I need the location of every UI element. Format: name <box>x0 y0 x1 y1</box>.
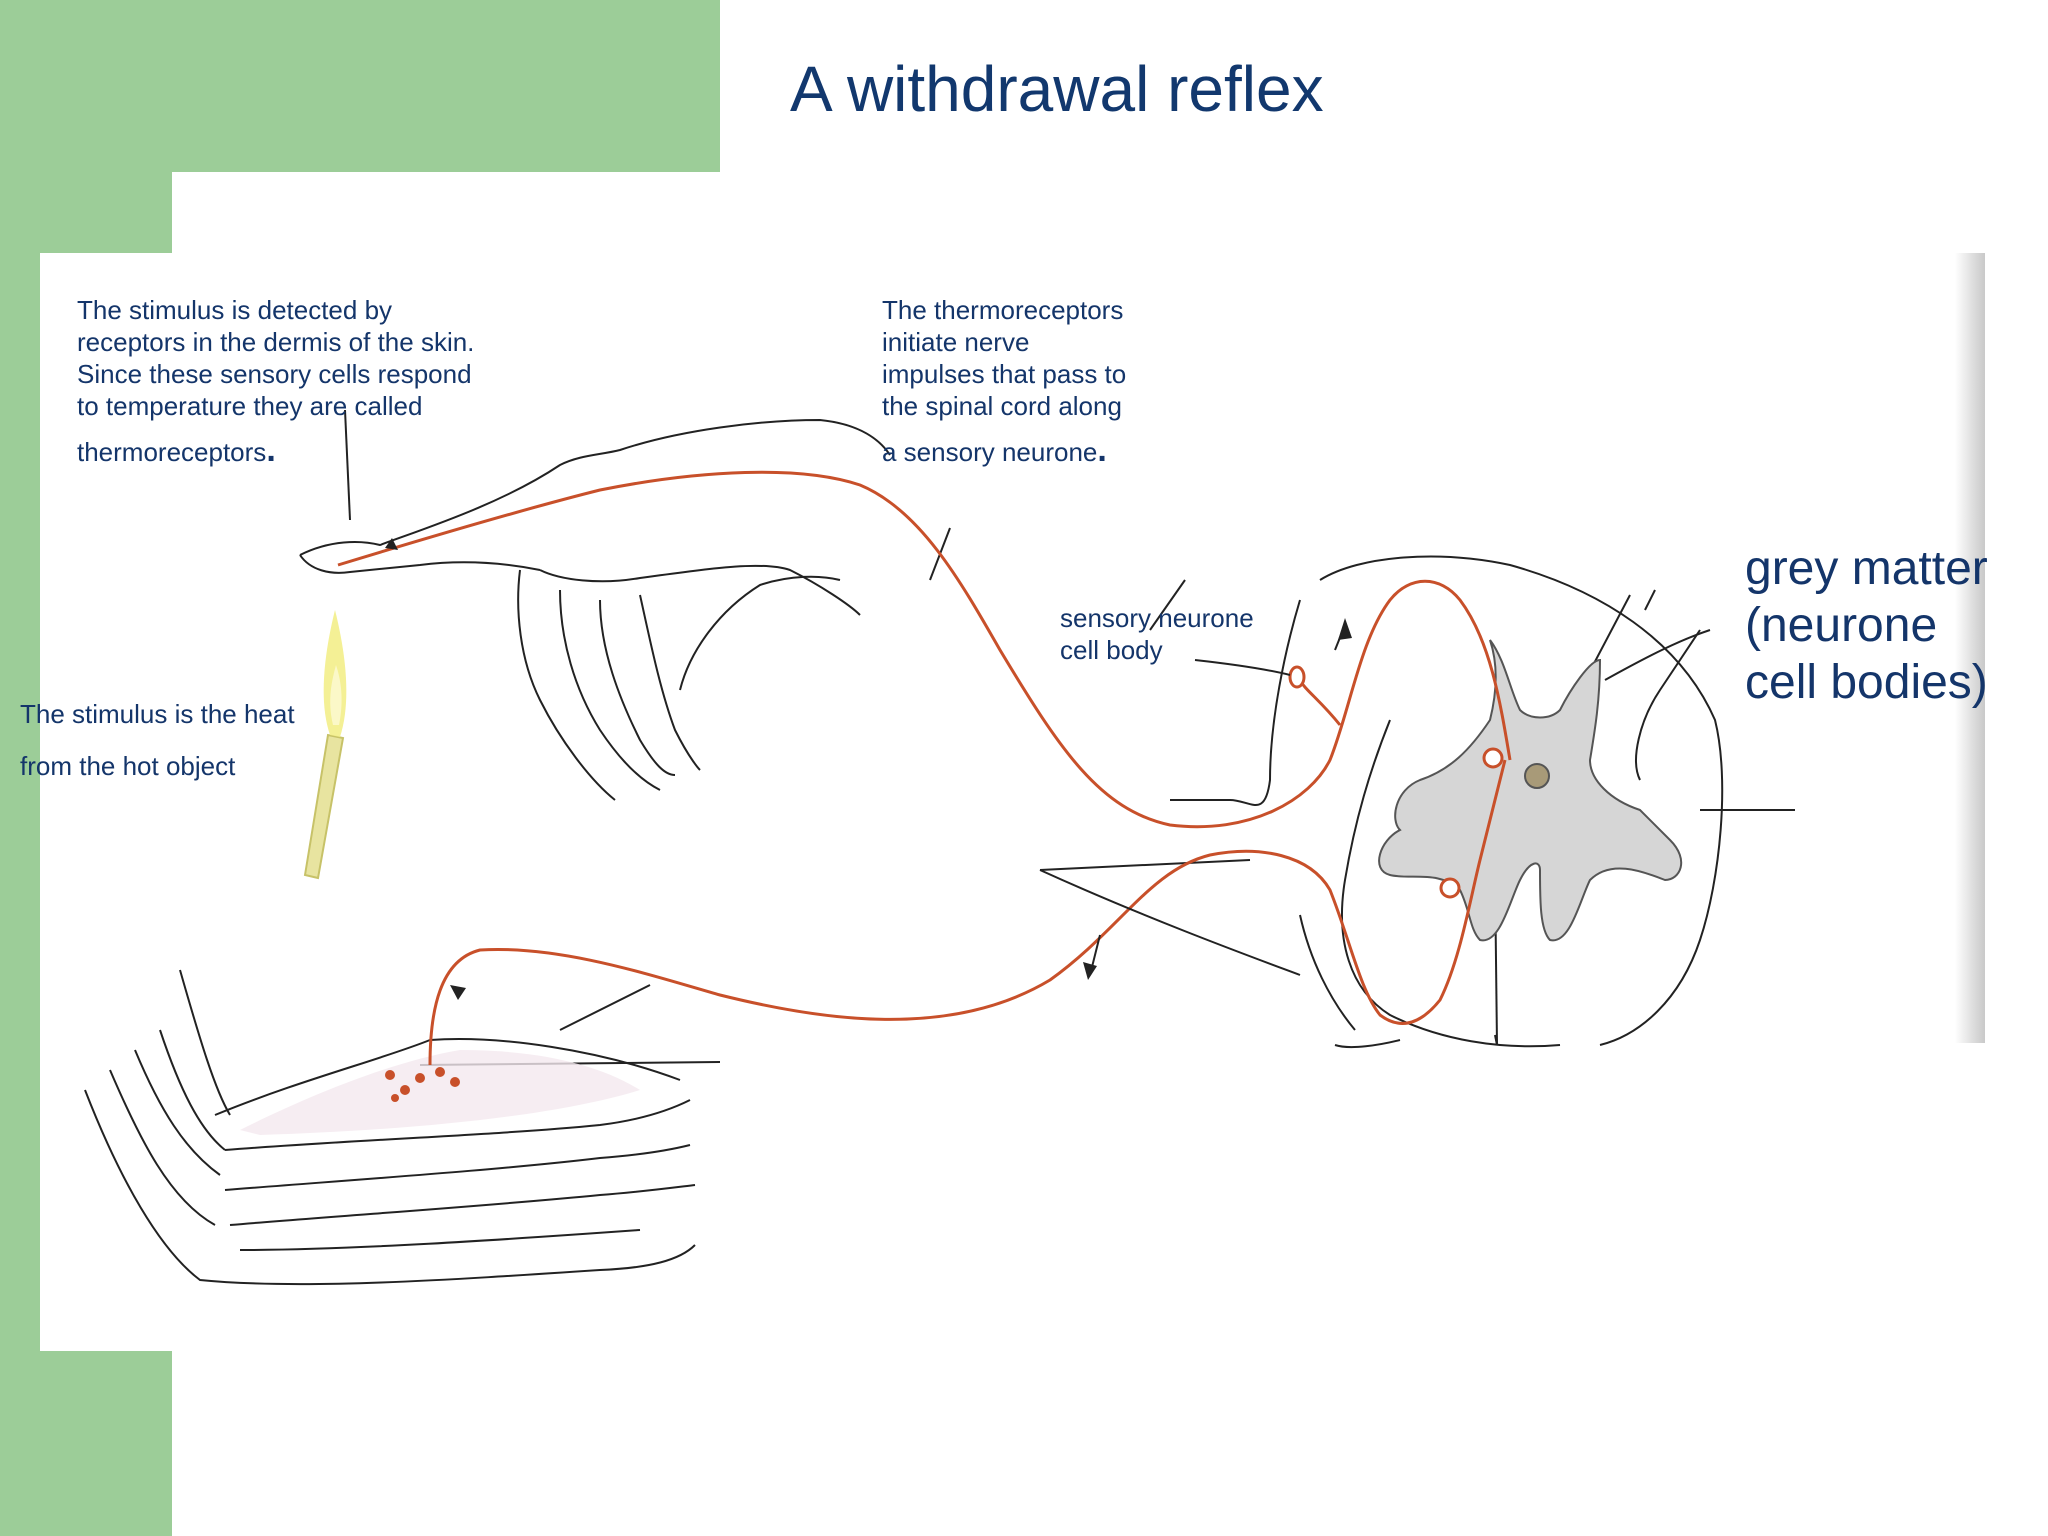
motor-neurone-pathway <box>428 759 1507 1066</box>
slide-title: A withdrawal reflex <box>790 53 1324 125</box>
muscle-effector <box>240 1050 640 1135</box>
figure-background <box>40 253 1980 1351</box>
grey-matter-label: grey matter (neurone cell bodies) <box>1745 542 1988 709</box>
central-canal <box>1524 763 1550 789</box>
arm-outline <box>84 969 721 1286</box>
cell-body-markers <box>1288 665 1504 899</box>
receptor-note: The stimulus is detected by receptors in… <box>77 295 475 469</box>
cell-body-label: sensory neurone cell body <box>1060 603 1254 665</box>
impulse-note: The thermoreceptors initiate nerve impul… <box>882 295 1127 469</box>
hot-object-candle <box>303 610 347 880</box>
motor-end-plates <box>385 1067 460 1102</box>
hand-outline <box>299 409 951 801</box>
stimulus-note: The stimulus is the heat from the hot ob… <box>20 699 295 781</box>
grey-matter-region <box>1378 639 1683 942</box>
direction-arrowheads <box>385 538 1352 1000</box>
pointer-lines <box>1039 579 1711 976</box>
figure-page-shadow <box>1955 253 1985 1043</box>
